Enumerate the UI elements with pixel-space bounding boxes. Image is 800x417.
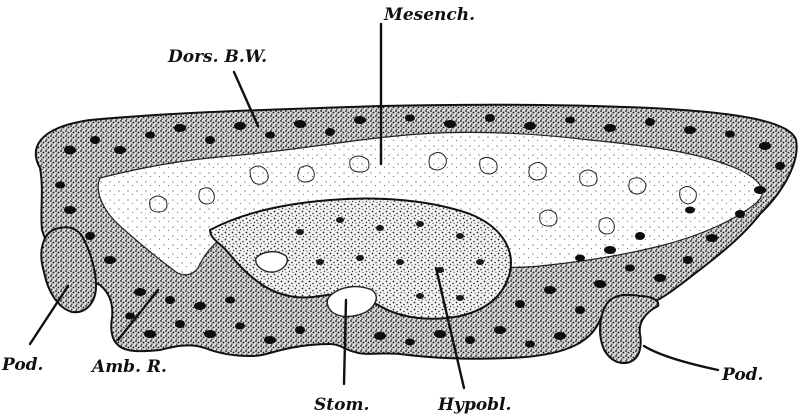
label-dors-bw: Dors. B.W. <box>167 47 267 67</box>
tissue-section <box>36 105 797 363</box>
right-podium <box>600 295 658 363</box>
label-hypobl: Hypobl. <box>437 395 511 415</box>
leader-pod-left <box>30 286 68 344</box>
leader-pod-right <box>644 346 718 370</box>
label-pod-left: Pod. <box>1 355 43 375</box>
label-amb-r: Amb. R. <box>90 357 167 377</box>
stomodaeum-small <box>256 252 288 272</box>
label-stom: Stom. <box>314 395 369 415</box>
label-mesench: Mesench. <box>383 5 475 25</box>
label-pod-right: Pod. <box>721 365 763 385</box>
